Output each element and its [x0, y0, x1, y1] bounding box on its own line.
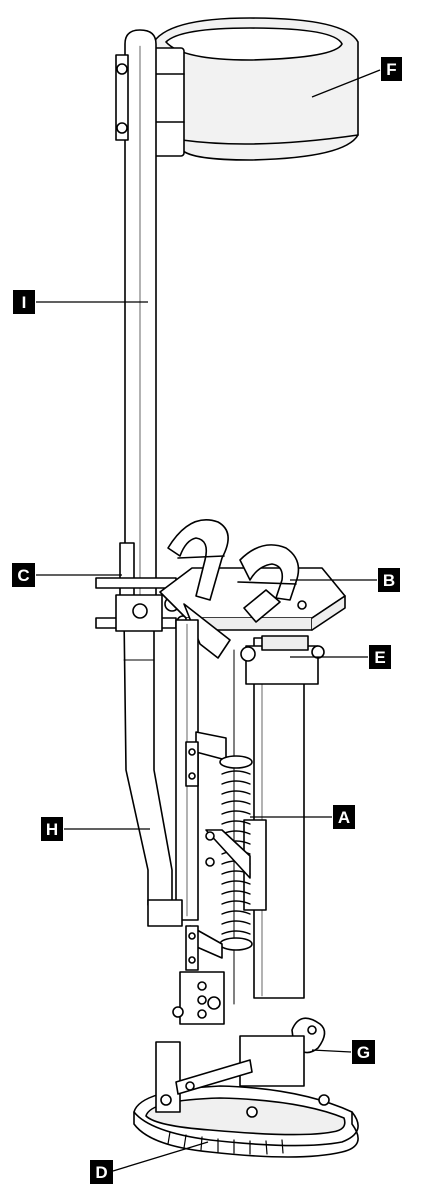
label-g-callout: G [352, 1040, 375, 1064]
upright-pole [115, 29, 157, 613]
label-g: G [357, 1043, 370, 1062]
label-i: I [22, 293, 27, 312]
upper-bracket [240, 635, 325, 685]
label-c: C [17, 566, 29, 585]
label-b: B [383, 571, 395, 590]
label-e: E [374, 648, 385, 667]
label-d: D [95, 1163, 107, 1182]
lower-rod [123, 614, 173, 906]
foot-straps [167, 519, 300, 659]
lower-clamp-block [147, 899, 225, 1025]
label-f-callout: F [381, 57, 402, 81]
label-d-callout: D [90, 1160, 113, 1184]
label-f: F [386, 60, 396, 79]
leg-column-front [243, 637, 305, 999]
base-sole [133, 1035, 359, 1158]
label-b-callout: B [378, 568, 400, 592]
label-e-callout: E [369, 645, 391, 669]
label-a: A [338, 808, 350, 827]
label-h: H [46, 820, 58, 839]
leader-lines [36, 69, 381, 1172]
label-h-callout: H [41, 817, 63, 841]
spring-assembly [185, 649, 253, 1005]
label-i-callout: I [13, 290, 35, 314]
label-c-callout: C [12, 563, 35, 587]
leg-cuff [149, 17, 359, 161]
label-a-callout: A [333, 805, 355, 829]
